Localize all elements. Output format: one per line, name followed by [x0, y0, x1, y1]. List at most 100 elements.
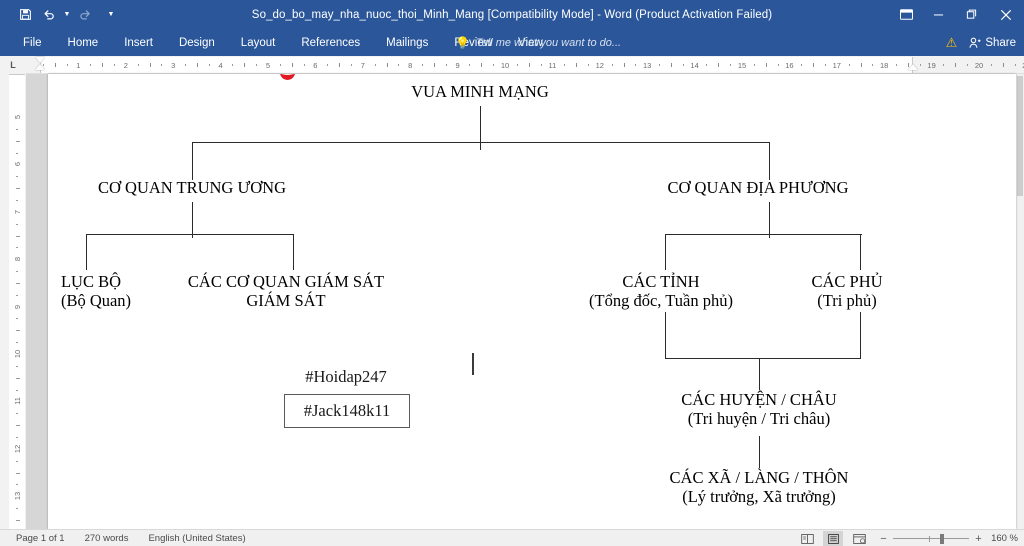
- ruler-tick-12: 12: [595, 60, 604, 70]
- tab-design[interactable]: Design: [178, 36, 215, 49]
- ruler-minor-tick: [955, 63, 957, 67]
- vruler-minor-tick: [16, 199, 18, 201]
- horizontal-ruler[interactable]: L 123456789101112131415161718192021: [0, 56, 1024, 74]
- document-page[interactable]: VUA MINH MẠNG CƠ QUAN TRUNG ƯƠNG CƠ QUAN…: [48, 74, 1016, 529]
- vruler-tick-10: 10: [12, 349, 22, 359]
- page-indicator[interactable]: Page 1 of 1: [16, 532, 65, 544]
- node-six-boards-line1: LỤC BỘ: [60, 272, 121, 291]
- tab-layout[interactable]: Layout: [240, 36, 276, 49]
- node-districts[interactable]: CÁC HUYỆN / CHÂU (Tri huyện / Tri châu): [681, 390, 836, 428]
- vruler-minor-tick: [16, 188, 20, 190]
- language-indicator[interactable]: English (United States): [148, 532, 246, 544]
- web-layout-icon[interactable]: [849, 531, 869, 546]
- ruler-tick-1: 1: [76, 60, 81, 70]
- share-button[interactable]: Share: [969, 37, 1016, 49]
- vruler-tick-11: 11: [12, 397, 22, 406]
- ruler-minor-tick: [386, 63, 388, 67]
- tab-stop-selector[interactable]: L: [0, 56, 26, 74]
- zoom-out-button[interactable]: −: [880, 532, 887, 545]
- title-bar: ▼ ▼ So_do_bo_may_nha_nuoc_thoi_Minh_Mang…: [0, 0, 1024, 29]
- tab-file[interactable]: File: [23, 36, 42, 49]
- ruler-minor-tick: [801, 64, 803, 66]
- ruler-minor-tick: [919, 64, 921, 66]
- vruler-minor-tick: [16, 425, 20, 427]
- node-prefectures[interactable]: CÁC PHỦ (Tri phủ): [811, 272, 882, 310]
- undo-dropdown-icon[interactable]: ▼: [63, 11, 71, 18]
- ruler-tick-9: 9: [455, 60, 460, 70]
- ruler-minor-tick: [659, 64, 661, 66]
- node-king[interactable]: VUA MINH MẠNG: [411, 82, 549, 101]
- read-mode-icon[interactable]: [797, 531, 817, 546]
- ruler-minor-tick: [777, 64, 779, 66]
- zoom-slider-thumb[interactable]: [940, 534, 944, 544]
- scrollbar-thumb[interactable]: [1017, 76, 1023, 196]
- node-local[interactable]: CƠ QUAN ĐỊA PHƯƠNG: [667, 178, 848, 197]
- tab-stop-label: L: [10, 60, 16, 70]
- ruler-minor-tick: [279, 64, 281, 66]
- hanging-indent-marker[interactable]: [35, 64, 46, 70]
- vertical-ruler-track: [9, 74, 25, 529]
- tab-references[interactable]: References: [301, 36, 361, 49]
- tab-mailings[interactable]: Mailings: [386, 36, 429, 49]
- ruler-minor-tick: [149, 63, 151, 67]
- node-central[interactable]: CƠ QUAN TRUNG ƯƠNG: [98, 178, 286, 197]
- ribbon-tab-bar: File Home Insert Design Layout Reference…: [0, 29, 1024, 56]
- tab-insert[interactable]: Insert: [124, 36, 153, 49]
- ribbon-display-options-icon[interactable]: [890, 0, 922, 29]
- connector-to-districts: [759, 358, 761, 390]
- ruler-minor-tick: [813, 63, 815, 67]
- tell-me-box[interactable]: 💡 Tell me what you want to do...: [455, 29, 621, 56]
- ruler-tick-13: 13: [643, 60, 652, 70]
- ruler-minor-tick: [291, 63, 293, 67]
- ribbon-tabs: File Home Insert Design Layout Reference…: [10, 29, 556, 56]
- node-communes[interactable]: CÁC XÃ / LÀNG / THÔN (Lý trưởng, Xã trưở…: [670, 468, 849, 506]
- status-left-group: Page 1 of 1 270 words English (United St…: [0, 533, 256, 544]
- ruler-minor-tick: [113, 64, 115, 66]
- node-inspect[interactable]: CÁC CƠ QUAN GIÁM SÁT GIÁM SÁT: [188, 272, 384, 310]
- ruler-minor-tick: [611, 64, 613, 66]
- ruler-minor-tick: [896, 64, 898, 66]
- zoom-in-button[interactable]: +: [975, 532, 982, 545]
- tab-review[interactable]: Review: [454, 36, 493, 49]
- annotation-tag-box[interactable]: #Jack148k11: [284, 394, 410, 428]
- right-indent-marker[interactable]: [907, 64, 918, 70]
- zoom-control[interactable]: − + 160 %: [879, 533, 1018, 545]
- first-line-indent-marker[interactable]: [35, 57, 46, 63]
- vruler-minor-tick: [16, 519, 20, 521]
- node-six-boards[interactable]: LỤC BỘ (Bộ Quan): [61, 272, 131, 310]
- node-provinces[interactable]: CÁC TỈNH (Tổng đốc, Tuần phủ): [589, 272, 733, 310]
- ruler-minor-tick: [730, 64, 732, 66]
- ruler-minor-tick: [872, 64, 874, 66]
- save-icon[interactable]: [14, 4, 36, 26]
- undo-icon[interactable]: [38, 4, 60, 26]
- connector-district-horizontal: [665, 358, 861, 360]
- node-prefectures-line2: (Tri phủ): [817, 291, 877, 311]
- ruler-minor-tick: [244, 63, 246, 67]
- vertical-scrollbar[interactable]: [1016, 74, 1024, 529]
- annotation-tag-text[interactable]: #Hoidap247: [305, 367, 387, 386]
- ruler-tick-19: 19: [927, 60, 936, 70]
- restore-button[interactable]: [955, 0, 988, 29]
- ruler-minor-tick: [967, 64, 969, 66]
- customize-qat-icon[interactable]: ▼: [107, 11, 115, 18]
- window-title: So_do_bo_may_nha_nuoc_thoi_Minh_Mang [Co…: [251, 8, 773, 21]
- zoom-slider[interactable]: [893, 533, 969, 544]
- ruler-minor-tick: [339, 63, 341, 67]
- minimize-button[interactable]: [922, 0, 955, 29]
- ruler-minor-tick: [161, 64, 163, 66]
- tab-view[interactable]: View: [518, 36, 543, 49]
- red-ink-mark: [280, 74, 295, 80]
- ruler-tick-15: 15: [737, 60, 747, 70]
- close-button[interactable]: [988, 0, 1024, 29]
- zoom-percentage[interactable]: 160 %: [991, 533, 1018, 544]
- ruler-tick-5: 5: [265, 60, 271, 70]
- vruler-minor-tick: [16, 330, 20, 332]
- vruler-minor-tick: [16, 365, 18, 367]
- horizontal-ruler-track[interactable]: 123456789101112131415161718192021: [26, 56, 1024, 74]
- print-layout-icon[interactable]: [823, 531, 843, 546]
- word-count[interactable]: 270 words: [84, 532, 129, 544]
- document-canvas[interactable]: VUA MINH MẠNG CƠ QUAN TRUNG ƯƠNG CƠ QUAN…: [48, 74, 1016, 529]
- warning-icon[interactable]: ⚠: [945, 34, 958, 50]
- tab-home[interactable]: Home: [67, 36, 99, 49]
